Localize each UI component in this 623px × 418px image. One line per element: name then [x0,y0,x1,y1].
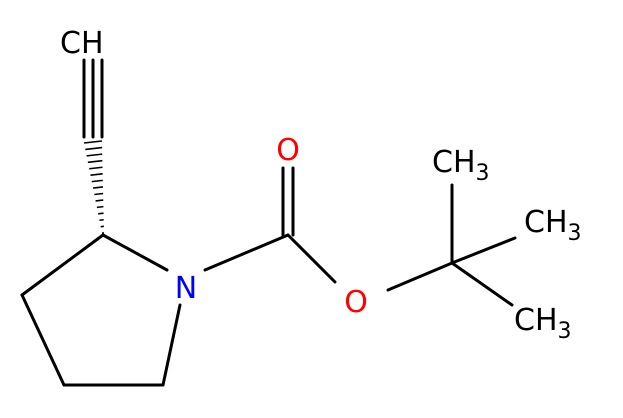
atom-label-ch: CH [60,26,104,61]
hash-stroke [89,166,103,170]
hash-stroke [90,173,103,176]
atom-label-methyl-1: CH3 [432,145,490,186]
hash-stroke [94,192,104,196]
atom-label-methyl-2: CH3 [524,205,582,246]
atom-label-carbonyl-o: O [276,133,300,168]
bond-cq-methyl-3 [450,261,514,307]
hash-stroke [86,153,103,157]
bond-c3-c4 [20,293,66,387]
hash-stroke [87,159,103,164]
bond-ester-o-cq [386,261,454,292]
bond-n-carbonyl [203,233,290,272]
hash-stroke [91,179,103,183]
bond-carbonyl-ester-o [286,233,337,284]
atom-label-ester-o: O [344,285,368,320]
hash-stroke [98,212,104,215]
bond-c2-n [101,233,169,272]
hash-stroke [92,186,104,189]
hash-stroke [85,146,103,151]
atom-label-n: N [175,271,197,306]
bond-c2-c3 [20,233,105,297]
hashed-wedge-bond [83,140,105,234]
bond-cq-methyl-2 [450,236,517,265]
hash-stroke [96,205,104,209]
bond-c5-n [161,303,182,387]
hash-stroke [83,140,103,144]
hash-stroke [95,199,104,202]
atom-label-methyl-3: CH3 [514,303,572,344]
